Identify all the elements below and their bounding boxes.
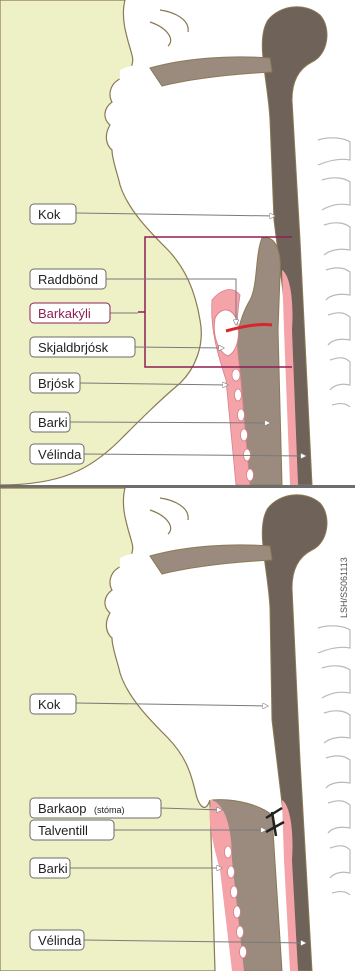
svg-text:Kok: Kok — [38, 697, 61, 712]
svg-text:Vélinda: Vélinda — [38, 933, 82, 948]
bottom-panel: LSH/SS061113 Kok Barkaop (stóma) Talvent… — [0, 488, 355, 971]
stoma-text: (stóma) — [94, 805, 125, 815]
svg-text:Vélinda: Vélinda — [38, 447, 82, 462]
svg-text:Talventill: Talventill — [38, 823, 88, 838]
credit-text: LSH/SS061113 — [339, 557, 349, 618]
svg-text:Barki: Barki — [38, 415, 68, 430]
label-talventill: Talventill — [30, 820, 114, 840]
svg-text:Raddbönd: Raddbönd — [38, 272, 98, 287]
label-raddbond: Raddbönd — [30, 269, 106, 289]
svg-text:Kok: Kok — [38, 207, 61, 222]
label-barkaop: Barkaop (stóma) — [30, 798, 161, 818]
svg-text:Barkakýli: Barkakýli — [38, 306, 91, 321]
label-brjosk: Brjósk — [30, 373, 80, 393]
label-barkakyli: Barkakýli — [30, 303, 110, 323]
barkaop-text: Barkaop — [38, 801, 86, 816]
svg-text:Barki: Barki — [38, 861, 68, 876]
label-barki-top: Barki — [30, 412, 70, 432]
label-barki-bottom: Barki — [30, 858, 70, 878]
label-kok-bottom: Kok — [30, 694, 76, 714]
top-panel: Kok Raddbönd Barkakýli Skjaldbrjósk Brjó… — [0, 0, 355, 485]
label-skjaldbrjosk: Skjaldbrjósk — [30, 337, 135, 357]
svg-text:Skjaldbrjósk: Skjaldbrjósk — [38, 340, 109, 355]
label-kok-top: Kok — [30, 204, 76, 224]
svg-text:Brjósk: Brjósk — [38, 376, 75, 391]
label-velinda-bottom: Vélinda — [30, 930, 84, 950]
label-velinda-top: Vélinda — [30, 444, 84, 464]
